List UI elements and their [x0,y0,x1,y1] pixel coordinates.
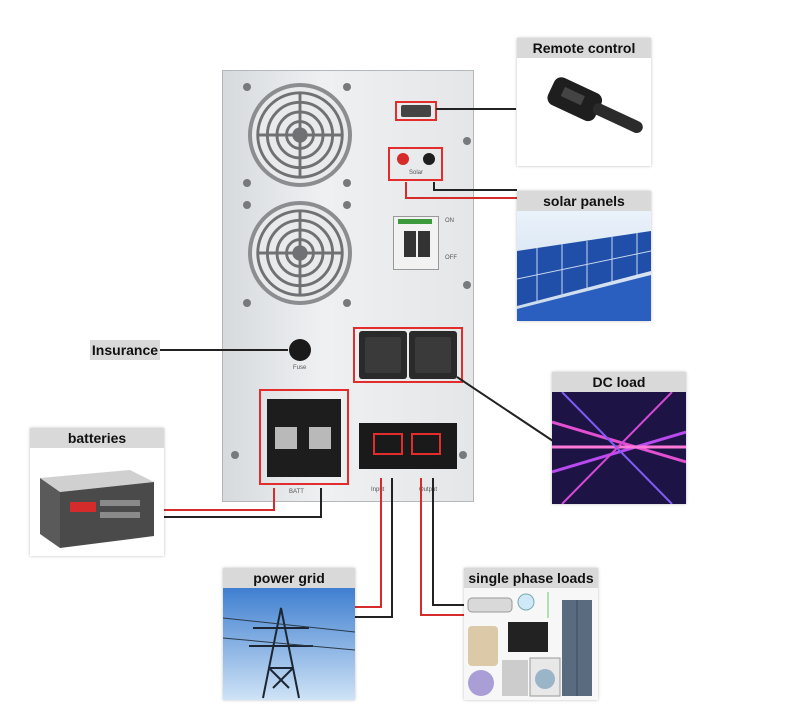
screw [243,201,251,209]
screw [343,299,351,307]
dc-load-label: DC load [552,372,686,392]
batteries-label: batteries [30,428,164,448]
battery-terminal-icon [267,399,341,477]
breaker-off-mark: OFF [445,255,457,261]
input-label: Input [371,487,385,493]
grid-black-line [391,478,393,618]
insurance-label: Insurance [90,340,160,360]
solar-panels-image [516,211,652,321]
solar-panels-card: solar panels [516,191,652,321]
remote-control-card: Remote control [517,38,651,166]
remote-connector-line [436,108,516,110]
input-terminal-highlight [373,433,403,455]
grid-red-line [380,478,382,608]
dc-load-card: DC load [551,372,687,505]
dc-load-sockets-highlight [353,327,463,383]
solar-positive-terminal-icon [397,153,409,165]
screw [243,83,251,91]
screw [459,451,467,459]
battery-black-line [164,516,322,518]
lower-fan-icon [248,201,352,305]
solar-port-label: Solar [409,170,424,176]
screw [231,451,239,459]
output-terminal-highlight [411,433,441,455]
fuse-label: Fuse [293,365,307,371]
battery-terminals-highlight [259,389,349,485]
appliances-image [464,588,598,700]
batteries-card: batteries [30,428,164,556]
grid-black-line [355,616,393,618]
single-phase-loads-card: single phase loads [464,568,598,700]
loads-red-line [420,614,464,616]
solar-red-line [405,182,407,198]
power-grid-image [222,588,356,700]
loads-black-line [432,478,434,606]
db9-port-icon [401,105,431,117]
grid-red-line [355,606,382,608]
battery-red-line [273,488,275,510]
single-phase-loads-label: single phase loads [464,568,598,588]
upper-fan-icon [248,83,352,187]
fuse-icon [289,339,311,361]
remote-control-image [547,77,643,134]
solar-panels-label: solar panels [517,191,651,211]
output-label: Output [419,487,438,493]
inverter-unit: Solar ON OFF Fuse BATT Input Output [222,70,474,502]
battery-red-line [164,509,275,511]
screw [343,179,351,187]
screw [343,83,351,91]
screw [243,179,251,187]
solar-black-line [433,189,517,191]
solar-red-line [405,197,517,199]
screw [463,137,471,145]
ac-socket-icon [359,331,407,379]
battery-label: BATT [289,489,304,495]
loads-black-line [432,604,464,606]
screw [343,201,351,209]
remote-control-label: Remote control [517,38,651,58]
power-grid-card: power grid [222,568,356,700]
remote-port-highlight [395,101,437,121]
screw [463,281,471,289]
breaker-icon [393,216,439,270]
dc-load-image [551,391,687,505]
loads-red-line [420,478,422,616]
ac-socket-icon [409,331,457,379]
solar-black-line [433,182,435,190]
power-grid-label: power grid [223,568,355,588]
battery-black-line [320,488,322,518]
solar-negative-terminal-icon [423,153,435,165]
screw [243,299,251,307]
breaker-on-mark: ON [445,218,454,224]
battery-image [40,470,154,548]
insurance-connector-line [160,349,288,351]
solar-terminals-highlight [388,147,443,181]
dc-load-connector-line [456,376,554,442]
